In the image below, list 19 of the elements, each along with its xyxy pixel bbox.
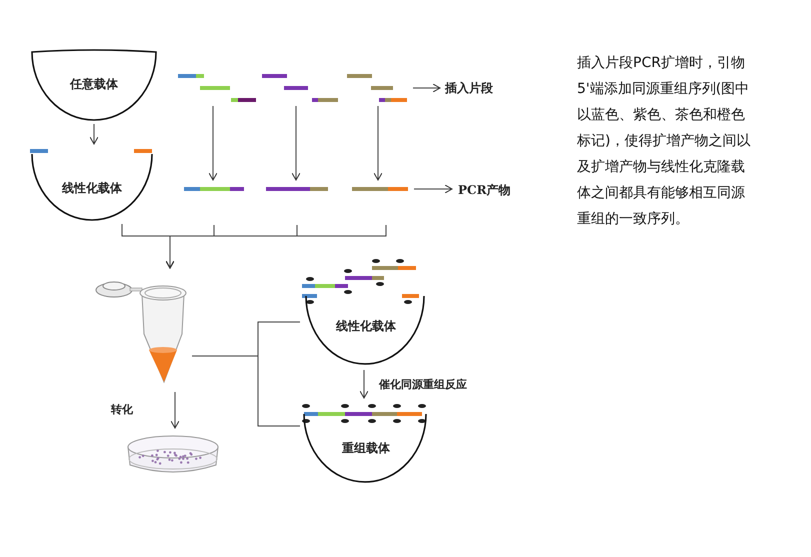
arrow bbox=[166, 224, 386, 268]
arrow bbox=[90, 124, 98, 144]
vector-label: 重组载体 bbox=[341, 440, 391, 457]
vector-label: 任意载体 bbox=[68, 76, 119, 93]
arrow bbox=[292, 106, 300, 180]
process-label: 插入片段 bbox=[445, 80, 493, 97]
arrow bbox=[412, 84, 440, 92]
arrow bbox=[360, 370, 368, 398]
arrow bbox=[374, 106, 382, 180]
arrow bbox=[414, 184, 452, 194]
process-label: PCR产物 bbox=[458, 182, 511, 199]
edge-label: 转化 bbox=[110, 402, 134, 417]
arrow bbox=[208, 106, 218, 180]
arrow bbox=[170, 392, 180, 428]
vector-label: 线性化载体 bbox=[60, 180, 123, 197]
edge-label: 催化同源重组反应 bbox=[378, 377, 468, 392]
connector-line bbox=[192, 356, 300, 426]
vector-label: 线性化载体 bbox=[334, 318, 397, 335]
note-text: 插入片段PCR扩增时，引物5'端添加同源重组序列(图中以蓝色、紫色、茶色和橙色标记)，使得扩增产物之间以及扩增产物与线性化克隆载体之间都具有能够相互同源重组的一致序列。 bbox=[577, 54, 752, 229]
